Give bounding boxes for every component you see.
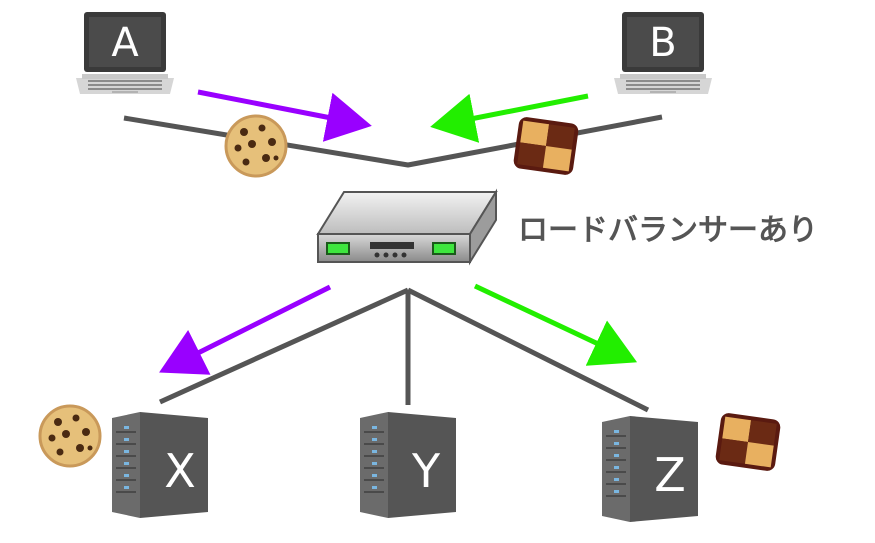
server-links: [158, 287, 650, 413]
round-cookie-icon: [224, 114, 288, 178]
server-z-label: Z: [654, 448, 686, 502]
client-b-label: B: [649, 20, 676, 66]
checker-cookie-icon: [513, 117, 579, 175]
client-links: [123, 114, 663, 168]
checker-cookie-icon: [715, 413, 781, 471]
status-led-right: [432, 242, 456, 255]
server-y-label: Y: [411, 444, 441, 498]
server-x: X: [112, 412, 208, 518]
arrow-lb-to-x: [159, 284, 332, 375]
link-to-server-x: [158, 287, 410, 405]
arrow-lb-to-z: [473, 283, 638, 366]
arrow-b-to-lb: [430, 93, 589, 143]
server-y: Y: [360, 412, 456, 518]
arrow-a-to-lb: [197, 89, 372, 142]
status-led-left: [326, 242, 350, 255]
client-laptop-b: B: [614, 12, 712, 94]
server-x-label: X: [164, 444, 196, 498]
client-a-label: A: [111, 20, 139, 66]
client-laptop-a: A: [76, 12, 174, 94]
client-link-line: [123, 114, 663, 168]
server-z: Z: [602, 416, 698, 522]
round-cookie-icon: [38, 404, 102, 468]
load-balancer-device: [316, 188, 498, 266]
diagram-caption: ロードバランサーあり: [518, 213, 818, 248]
link-to-server-z: [406, 287, 650, 413]
